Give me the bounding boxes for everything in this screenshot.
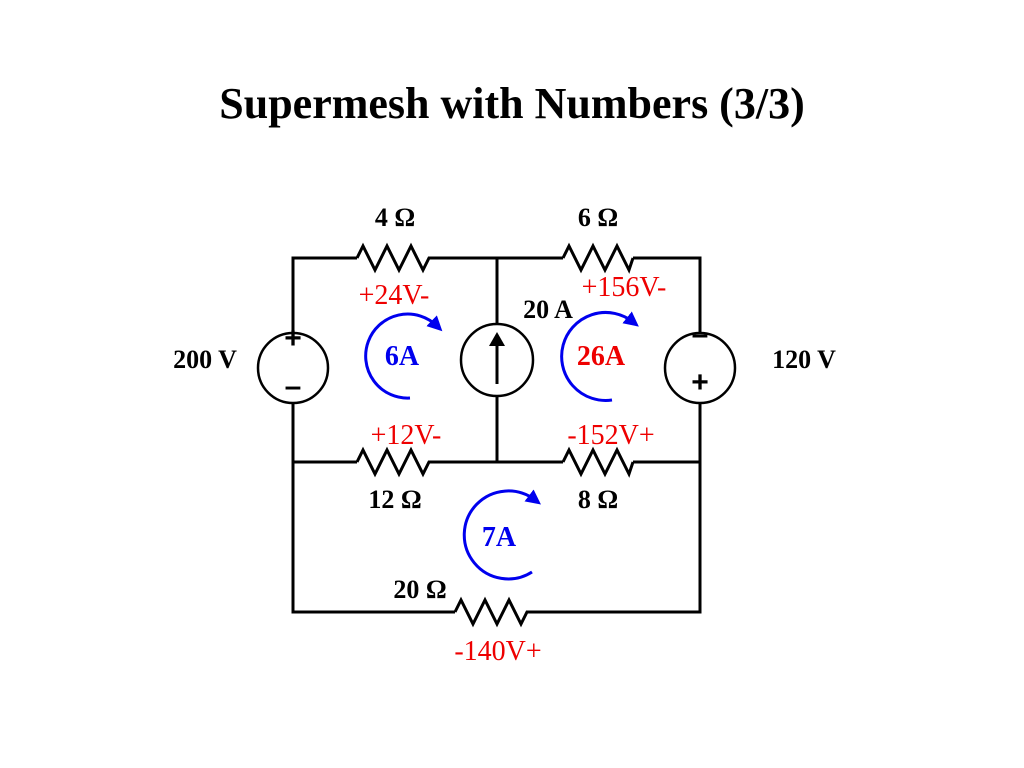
- vs-left-plus: +: [284, 322, 302, 355]
- drop-6ohm: +156V-: [582, 272, 667, 303]
- resistor-12ohm: [355, 446, 433, 478]
- voltage-source-120v: [663, 331, 737, 405]
- resistor-4ohm: [355, 242, 433, 274]
- vs-right-minus: –: [692, 318, 709, 351]
- drop-4ohm: +24V-: [359, 280, 430, 311]
- mesh-current-bottom: 7A: [482, 522, 517, 553]
- resistor-6ohm: [561, 242, 635, 274]
- current-source-arrow-icon: [489, 332, 505, 384]
- voltage-source-200v: [256, 331, 330, 405]
- label-20a: 20 A: [523, 295, 573, 324]
- mesh-loop-left-arrow-icon: [364, 312, 443, 400]
- label-20ohm: 20 Ω: [393, 575, 446, 604]
- vs-left-minus: –: [285, 370, 302, 403]
- wires: [291, 256, 702, 614]
- drop-12ohm: +12V-: [371, 420, 442, 451]
- label-6ohm: 6 Ω: [578, 203, 618, 232]
- vs-right-plus: +: [691, 366, 709, 399]
- drop-8ohm: -152V+: [567, 420, 654, 451]
- label-8ohm: 8 Ω: [578, 485, 618, 514]
- wire-right: [540, 402, 702, 614]
- drop-20ohm: -140V+: [454, 636, 541, 667]
- resistor-20ohm: [453, 596, 540, 628]
- label-120v: 120 V: [772, 345, 836, 374]
- wire-left: [291, 402, 455, 614]
- mesh-loop-bottom-arrow-icon: [462, 489, 541, 581]
- mesh-loop-right-arrow-icon: [560, 311, 639, 402]
- resistor-8ohm: [561, 446, 635, 478]
- slide-title: Supermesh with Numbers (3/3): [219, 79, 805, 128]
- mesh-current-left: 6A: [385, 341, 420, 372]
- label-200v: 200 V: [173, 345, 237, 374]
- wire-top-right: [633, 256, 702, 334]
- wire-top: [291, 256, 357, 334]
- label-4ohm: 4 Ω: [375, 203, 415, 232]
- mesh-current-right: 26A: [577, 341, 626, 372]
- label-12ohm: 12 Ω: [368, 485, 421, 514]
